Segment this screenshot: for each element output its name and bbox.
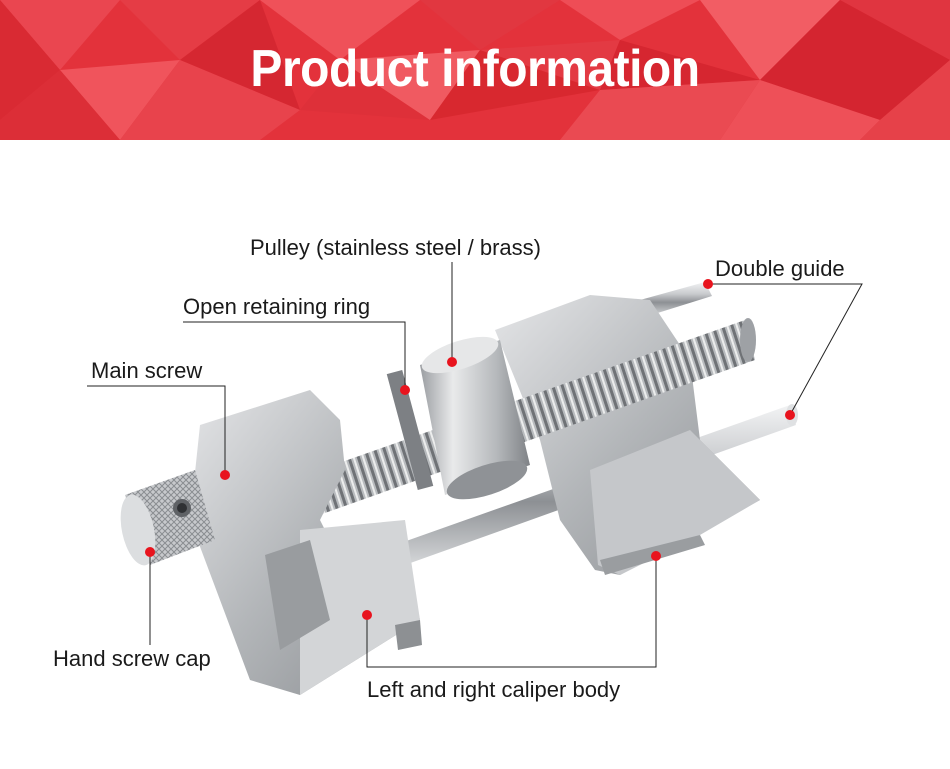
- callout-markers: [145, 279, 795, 620]
- retaining-ring-marker: [400, 385, 410, 395]
- main-screw-leader: [87, 385, 226, 475]
- hand-screw-cap: [120, 470, 215, 566]
- double-guide-leader: [708, 283, 863, 416]
- caliper-body-leader: [366, 556, 657, 668]
- main-screw-label: Main screw: [91, 358, 203, 383]
- product-diagram: [0, 140, 950, 764]
- guide-rod-top: [640, 282, 712, 316]
- banner-polygon-pattern: [0, 0, 950, 140]
- left-caliper-body: [190, 390, 422, 695]
- double-guide-marker-front: [785, 410, 795, 420]
- honing-guide-photo: [87, 262, 863, 695]
- open-retaining-ring-label: Open retaining ring: [183, 294, 371, 319]
- pulley-label: Pulley (stainless steel / brass): [250, 235, 541, 260]
- hand-screw-cap-label: Hand screw cap: [53, 646, 211, 671]
- page-title: Product information: [250, 40, 700, 99]
- pulley: [386, 336, 530, 500]
- double-guide-marker-top: [703, 279, 713, 289]
- main-screw-marker: [220, 470, 230, 480]
- caliper-body-marker-left: [362, 610, 372, 620]
- retaining-ring-leader: [183, 321, 406, 390]
- double-guide-label: Double guide: [715, 256, 845, 281]
- caliper-body-label: Left and right caliper body: [367, 677, 621, 702]
- caliper-body-marker-right: [651, 551, 661, 561]
- leader-lines: [87, 262, 863, 668]
- header-banner: Product information: [0, 0, 950, 140]
- pulley-marker: [447, 357, 457, 367]
- hand-screw-cap-marker: [145, 547, 155, 557]
